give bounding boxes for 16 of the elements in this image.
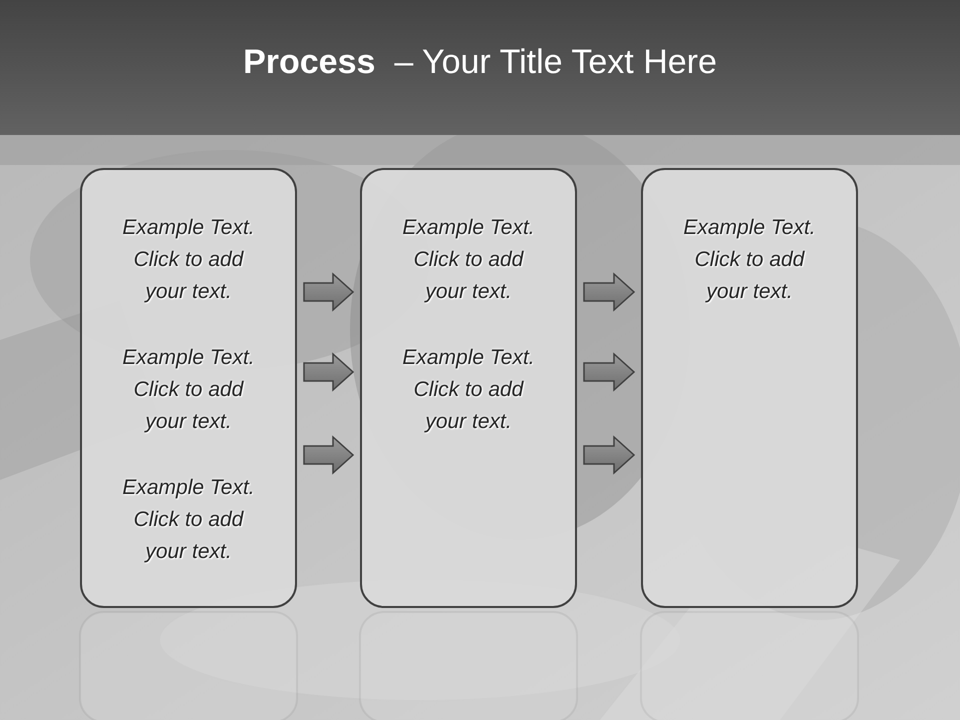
panel-text: Example Text. Click to add your text.: [121, 475, 256, 565]
block-arrow: [303, 352, 354, 392]
panel-text: Example Text. Click to add your text.: [401, 215, 536, 305]
process-panel: [641, 168, 858, 608]
panel-text: Example Text. Click to add your text.: [121, 345, 256, 435]
block-arrow: [583, 352, 636, 392]
block-arrow: [303, 435, 354, 475]
process-panel: [80, 168, 297, 608]
block-arrow: [303, 272, 354, 312]
panel-text: Example Text. Click to add your text.: [682, 215, 817, 305]
title: Process – Your Title Text Here: [243, 44, 717, 82]
block-arrow: [583, 435, 636, 475]
process-panel: [360, 168, 577, 608]
panel-text: Example Text. Click to add your text.: [121, 215, 256, 305]
panel-text: Example Text. Click to add your text.: [401, 345, 536, 435]
block-arrow: [583, 272, 636, 312]
